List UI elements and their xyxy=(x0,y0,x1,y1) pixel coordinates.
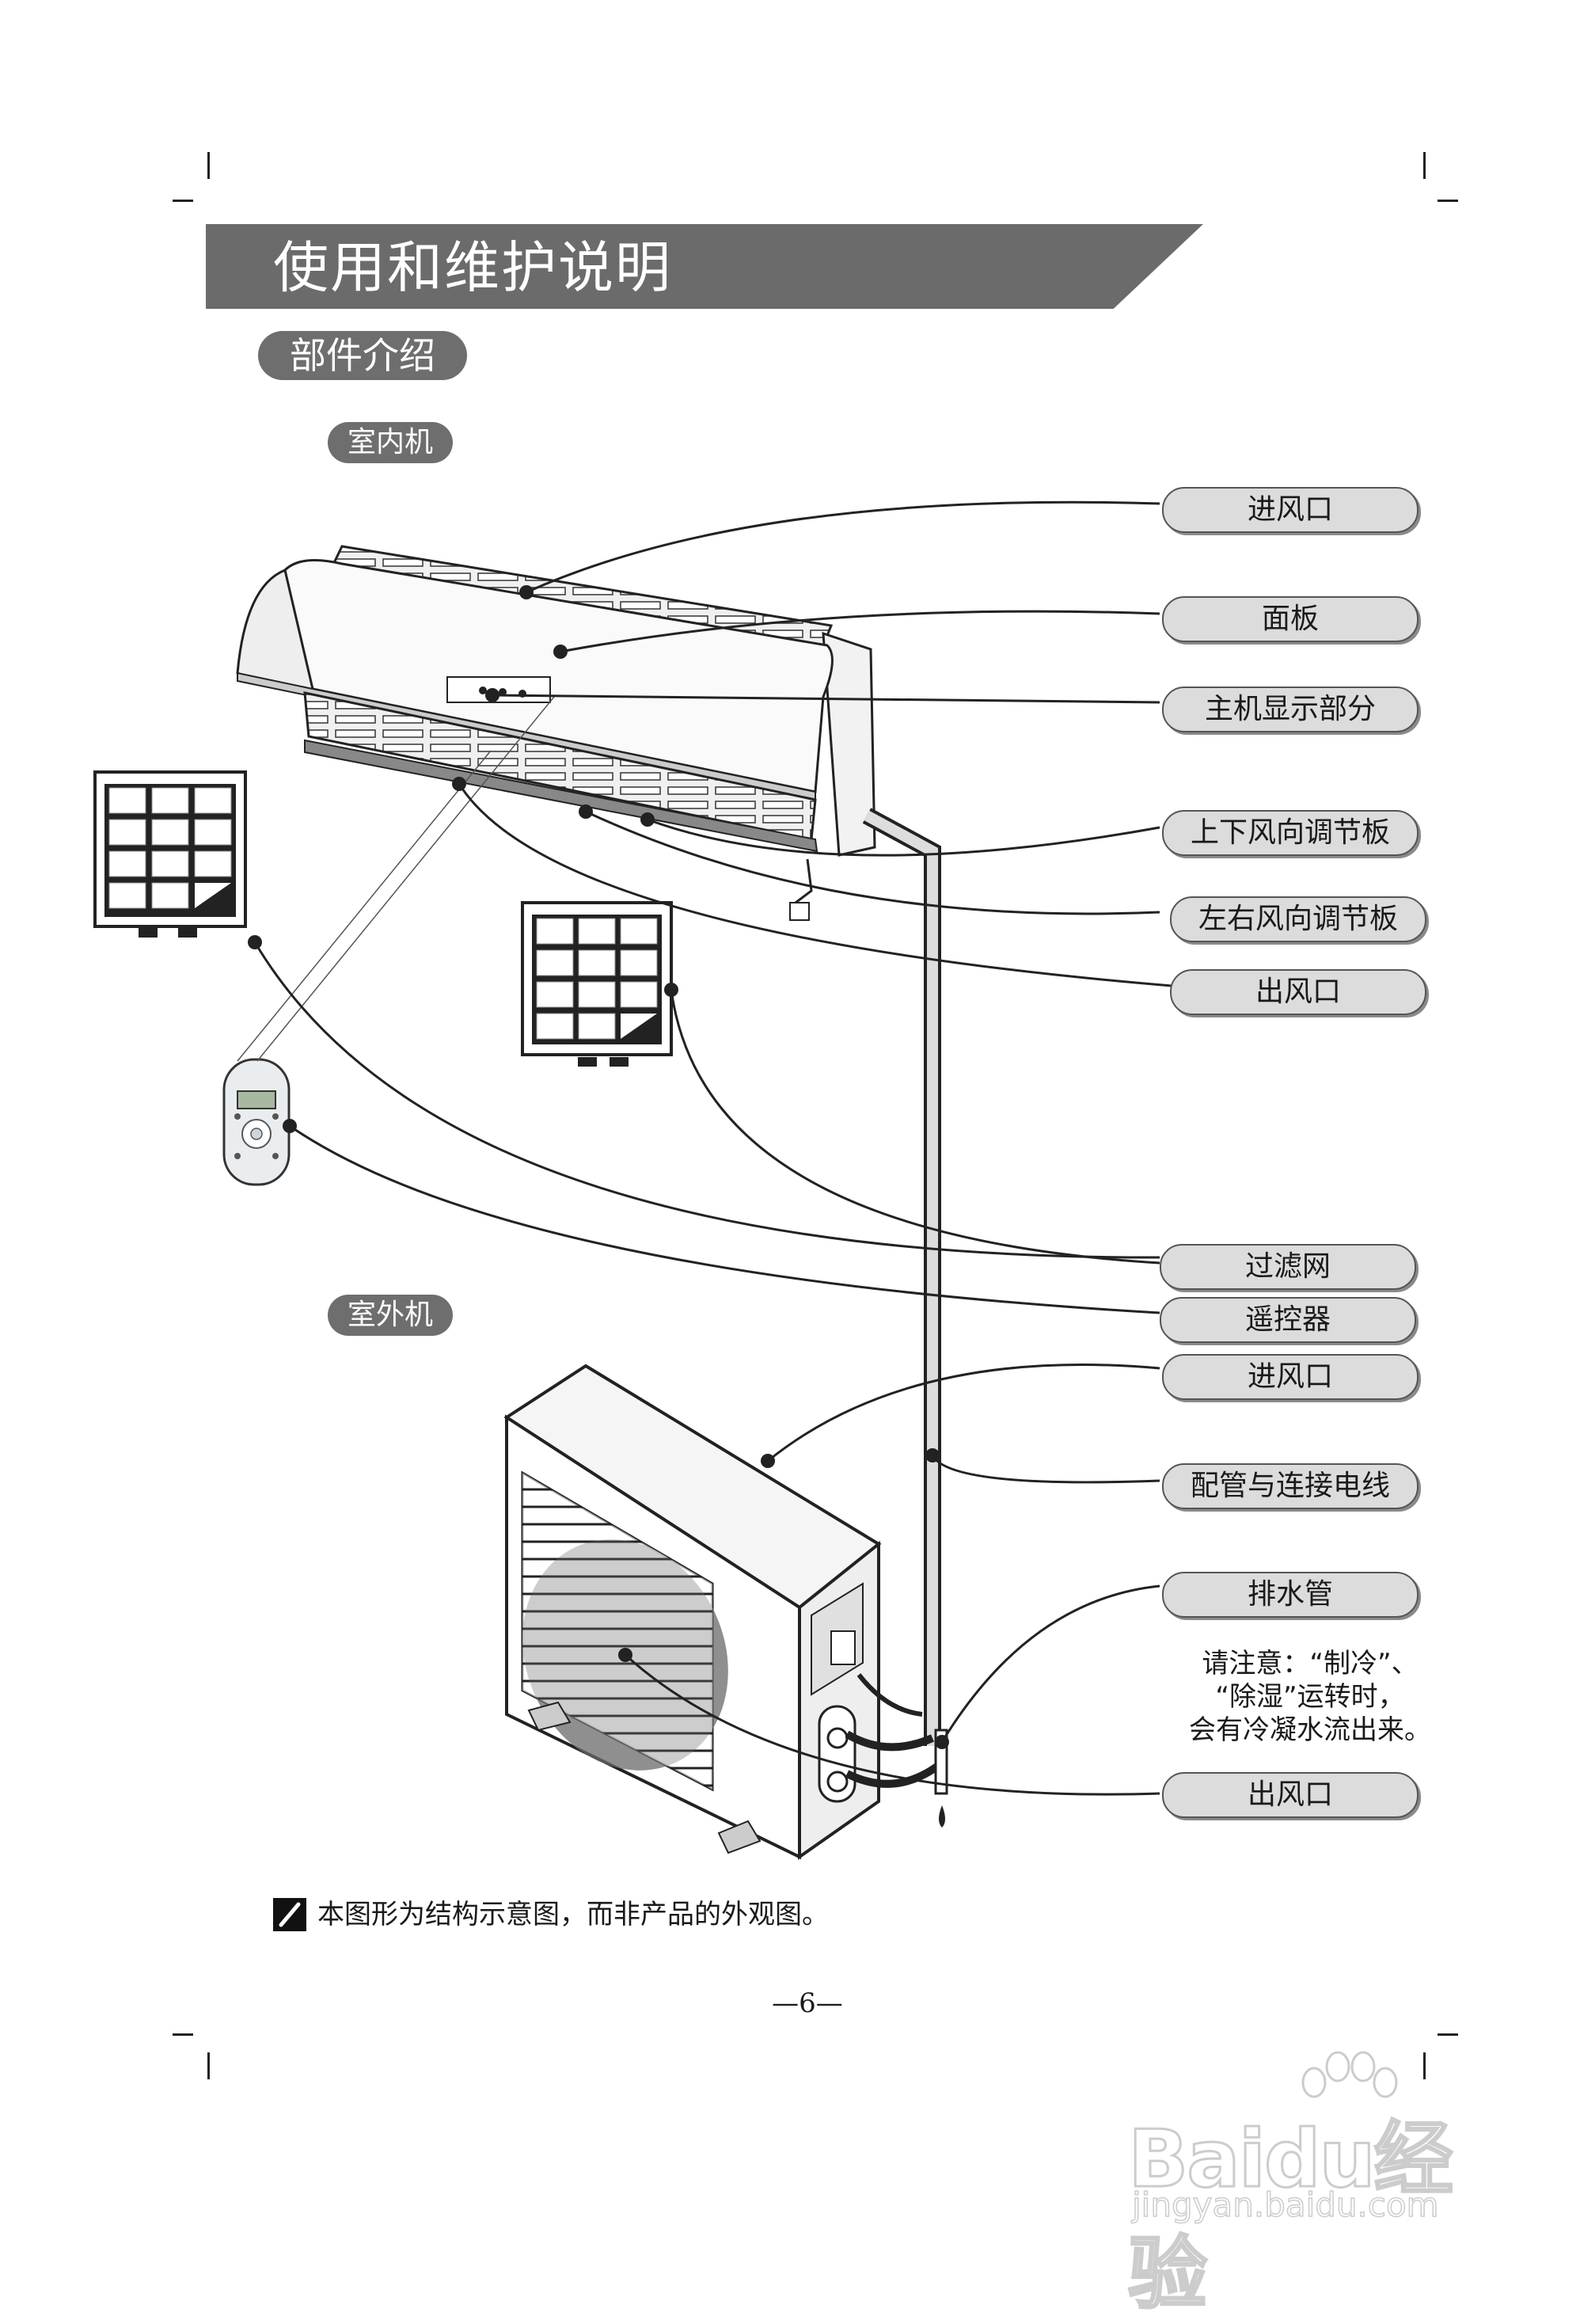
crop-mark-bl-v xyxy=(207,2052,210,2079)
label-horizontal-louver: 左右风向调节板 xyxy=(1170,896,1426,942)
piping-icon xyxy=(845,808,948,1828)
label-drain-hose: 排水管 xyxy=(1162,1572,1419,1618)
label-outdoor-air-outlet: 出风口 xyxy=(1162,1772,1419,1818)
air-filter-icon xyxy=(93,770,247,938)
indoor-unit-label: 室内机 xyxy=(328,422,453,463)
label-panel: 面板 xyxy=(1162,596,1419,642)
label-filter: 过滤网 xyxy=(1160,1244,1416,1290)
crop-mark-tr-h xyxy=(1438,200,1458,202)
section-title: 部件介绍 xyxy=(258,331,467,380)
footnote-text: 本图形为结构示意图，而非产品的外观图。 xyxy=(317,1899,829,1930)
outdoor-unit-icon xyxy=(503,1364,882,1860)
watermark-url: jingyan.baidu.com xyxy=(1131,2185,1439,2225)
indoor-unit-icon xyxy=(236,545,876,921)
page-number: —6— xyxy=(772,1987,843,2019)
label-indoor-air-inlet: 进风口 xyxy=(1162,487,1419,533)
label-outdoor-air-inlet: 进风口 xyxy=(1162,1354,1419,1400)
remote-control-icon xyxy=(222,1058,291,1186)
note-line: “除湿”运转时， xyxy=(1215,1681,1405,1713)
crop-mark-tr-v xyxy=(1423,152,1426,179)
header-banner xyxy=(206,224,1203,309)
crop-mark-br-h xyxy=(1438,2033,1458,2036)
paw-icon xyxy=(1301,2051,1398,2098)
outdoor-unit-label: 室外机 xyxy=(328,1295,453,1336)
crop-mark-br-v xyxy=(1423,2052,1426,2079)
diagram-illustration xyxy=(93,500,1172,1860)
label-vertical-louver: 上下风向调节板 xyxy=(1162,810,1419,856)
footnote: 本图形为结构示意图，而非产品的外观图。 xyxy=(273,1896,829,1933)
note-line: 会有冷凝水流出来。 xyxy=(1189,1714,1431,1746)
label-piping-wiring: 配管与连接电线 xyxy=(1162,1463,1419,1509)
note-line: 请注意：“制冷”、 xyxy=(1202,1648,1419,1679)
label-display-section: 主机显示部分 xyxy=(1162,687,1419,732)
crop-mark-bl-h xyxy=(173,2033,193,2036)
crop-mark-tl-h xyxy=(173,200,193,202)
pencil-icon xyxy=(273,1898,306,1931)
baidu-watermark: Baidu经验 jingyan.baidu.com xyxy=(1124,2051,1504,2322)
crop-mark-tl-v xyxy=(207,152,210,179)
condensation-note: 请注意：“制冷”、 “除湿”运转时， 会有冷凝水流出来。 xyxy=(1168,1647,1453,1747)
air-filter-icon xyxy=(521,901,673,1067)
page-title: 使用和维护说明 xyxy=(273,235,672,300)
label-indoor-air-outlet: 出风口 xyxy=(1170,969,1426,1015)
label-remote-control: 遥控器 xyxy=(1160,1297,1416,1343)
